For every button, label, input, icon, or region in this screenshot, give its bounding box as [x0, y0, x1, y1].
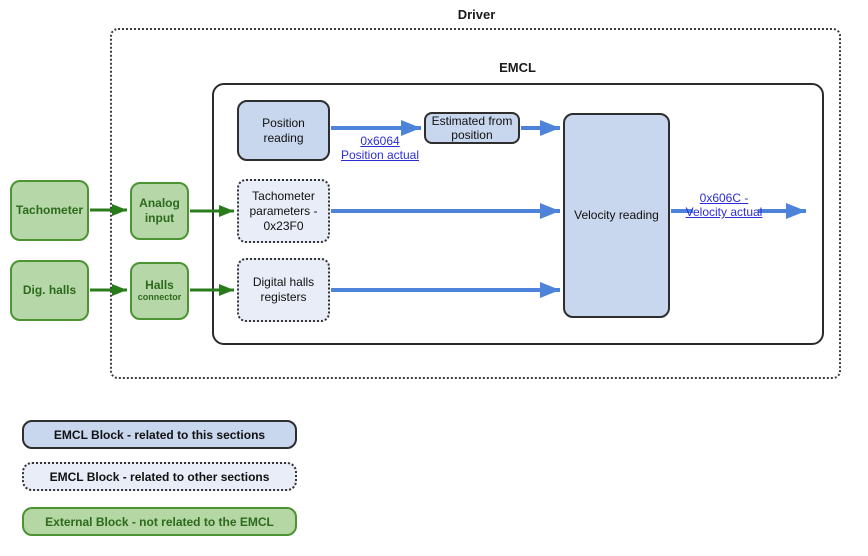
block-tachometer-parameters: Tachometer parameters - 0x23F0 — [237, 179, 330, 243]
emcl-title: EMCL — [499, 60, 536, 75]
block-analog-input: Analog input — [130, 182, 189, 240]
halls-connector-sublabel: connector — [137, 292, 182, 302]
driver-title: Driver — [457, 7, 496, 22]
legend-emcl-other-sections: EMCL Block - related to other sections — [22, 462, 297, 491]
block-dig-halls: Dig. halls — [10, 260, 89, 321]
block-halls-connector: Halls connector — [130, 262, 189, 320]
link-0x606c-velocity-actual[interactable]: 0x606C - Velocity actual — [685, 191, 763, 219]
link-0x6064-position-actual[interactable]: 0x6064 Position actual — [340, 134, 420, 162]
halls-connector-label: Halls — [145, 278, 174, 292]
block-estimated-from-position: Estimated from position — [424, 112, 520, 144]
legend-external-block: External Block - not related to the EMCL — [22, 507, 297, 536]
block-position-reading: Position reading — [237, 100, 330, 161]
block-tachometer: Tachometer — [10, 180, 89, 241]
driver-container-box — [110, 28, 841, 379]
block-velocity-reading: Velocity reading — [563, 113, 670, 318]
legend-emcl-this-section: EMCL Block - related to this sections — [22, 420, 297, 449]
block-digital-halls-registers: Digital halls registers — [237, 258, 330, 322]
